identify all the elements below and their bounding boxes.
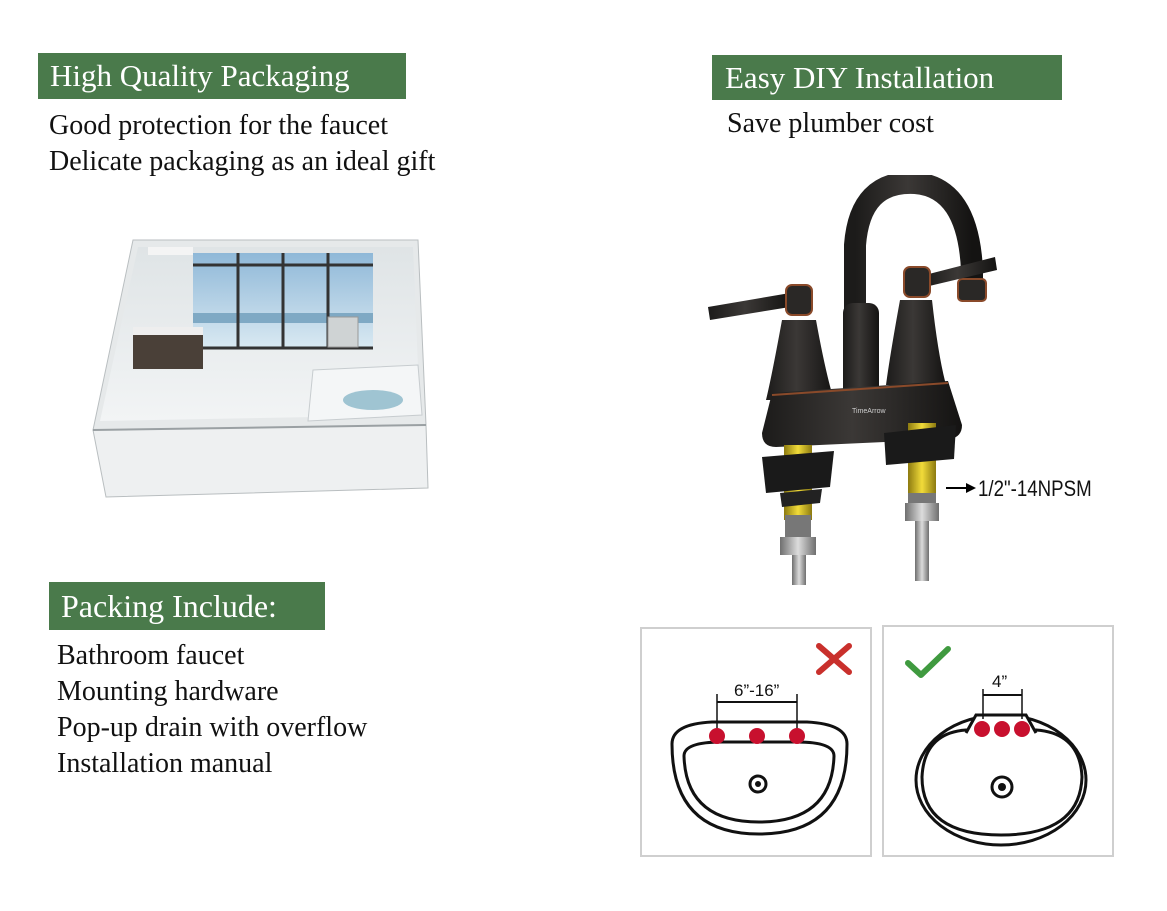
faucet-image: TimeArrow	[708, 175, 997, 585]
packaging-description: Good protection for the faucet Delicate …	[49, 108, 435, 180]
sink-centerset	[914, 689, 1088, 847]
spacing-label-centerset: 4”	[992, 672, 1008, 691]
packing-item: Installation manual	[57, 748, 273, 779]
packing-item: Bathroom faucet	[57, 640, 245, 671]
cross-icon	[816, 643, 852, 675]
packing-item: Pop-up drain with overflow	[57, 712, 368, 743]
checkmark-icon	[905, 646, 951, 678]
packing-item: Mounting hardware	[57, 676, 279, 707]
packing-heading: Packing Include:	[49, 582, 325, 630]
installation-description: Save plumber cost	[727, 106, 934, 142]
sink-wide-spread	[670, 694, 849, 836]
spacing-label-wide: 6”-16”	[734, 681, 780, 700]
thread-size-label: 1/2"-14NPSM	[978, 476, 1092, 501]
packaging-line: Good protection for the faucet	[49, 110, 388, 141]
faucet-brand-mark: TimeArrow	[852, 408, 887, 415]
packing-list: Bathroom faucet Mounting hardware Pop-up…	[57, 638, 367, 782]
packaging-box-image	[92, 239, 429, 498]
installation-heading: Easy DIY Installation	[712, 55, 1062, 100]
packaging-line: Delicate packaging as an ideal gift	[49, 146, 436, 177]
sink-diagram-right: 4”	[882, 625, 1114, 857]
sink-diagram-wrong: 6”-16”	[640, 627, 872, 857]
installation-line: Save plumber cost	[727, 108, 934, 139]
packaging-heading: High Quality Packaging	[38, 53, 406, 99]
